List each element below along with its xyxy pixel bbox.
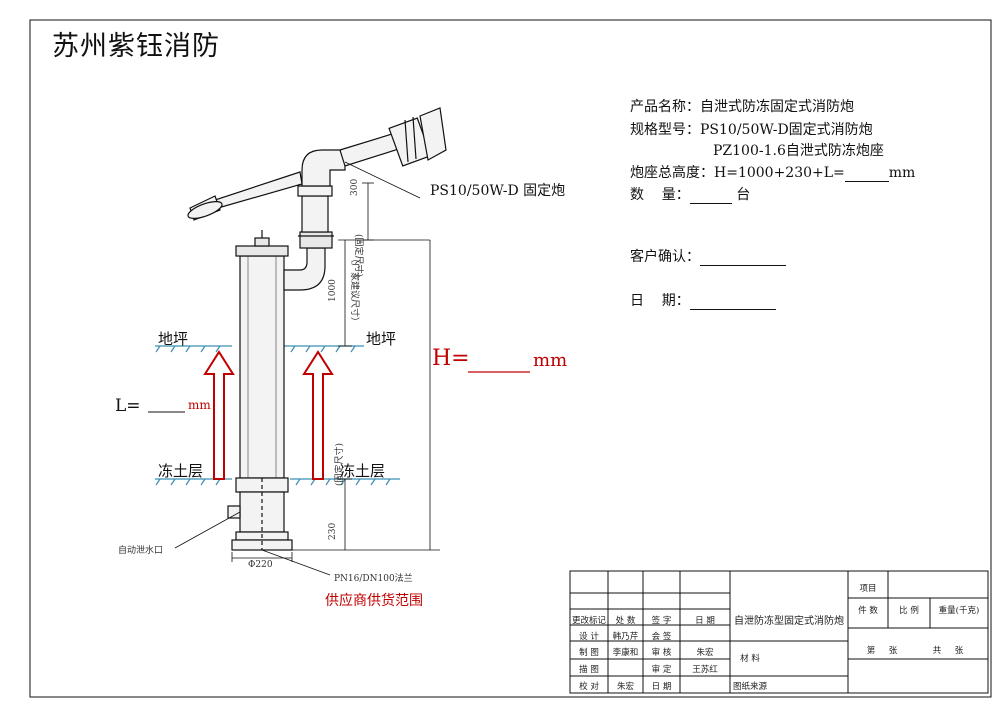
H-unit: mm	[533, 350, 568, 371]
base-assembly	[227, 477, 293, 551]
dim-300: 300	[350, 178, 360, 196]
customer-confirm-label: 客户确认：	[630, 249, 700, 265]
flange-label: PN16/DN100法兰	[334, 574, 413, 584]
tb-review-name: 朱宏	[696, 648, 714, 658]
L-label: L=	[115, 396, 141, 416]
cannon-body	[187, 107, 447, 233]
height-blank[interactable]	[844, 181, 889, 182]
supply-scope-label: 供应商供货范围	[325, 593, 423, 609]
frost-label-right: 冻土层	[340, 462, 386, 480]
tb-drafting: 制 图	[579, 648, 599, 658]
tb-drawing-source: 图纸来源	[732, 682, 767, 692]
tb-approve: 审 定	[651, 665, 672, 675]
company-brand: 苏州紫钰消防	[52, 31, 220, 62]
H-label: H=	[432, 346, 470, 371]
ground-label-right: 地坪	[366, 330, 397, 348]
tb-count: 处 数	[615, 616, 636, 626]
cannon-label: PS10/50W-D 固定炮	[430, 183, 566, 199]
quantity-blank[interactable]	[689, 203, 732, 204]
quantity-line: 数 量： 台	[630, 184, 750, 204]
model-line-1: 规格型号：PS10/50W-D固定式消防炮	[630, 122, 873, 138]
dimension-lines	[174, 161, 440, 576]
customer-confirm-line: 客户确认：	[630, 246, 786, 266]
red-arrow-right	[302, 350, 334, 480]
tb-design-name: 韩乃芹	[612, 632, 639, 642]
dim-230: 230	[328, 522, 338, 540]
L-unit: mm	[188, 398, 211, 412]
tb-sheet-no: 第 张	[866, 646, 898, 656]
phi-label: Φ220	[248, 560, 273, 570]
tb-drawing-title: 自泄防冻型固定式消防炮	[734, 616, 844, 627]
tb-drafting-name: 李康和	[612, 648, 639, 658]
dim-230-note: (固定尺寸)	[335, 442, 345, 486]
date-line: 日 期：	[630, 290, 776, 310]
height-prefix: 炮座总高度：H=1000+230+L=	[630, 165, 845, 181]
title-block-grid	[569, 570, 989, 694]
tb-design: 设 计	[579, 632, 599, 642]
customer-confirm-blank[interactable]	[700, 265, 786, 266]
ground-level-right	[284, 345, 364, 353]
tb-proofread-name: 朱宏	[616, 682, 634, 692]
tb-pieces: 件 数	[858, 606, 878, 616]
quantity-label: 数 量：	[630, 187, 690, 203]
dim-1000: 1000	[328, 279, 338, 302]
product-name-line: 产品名称：自泄式防冻固定式消防炮	[630, 99, 854, 115]
height-line: 炮座总高度：H=1000+230+L= mm	[630, 162, 915, 182]
dim-1000-note: （厂家建议尺寸）	[349, 254, 359, 327]
tb-scale: 比 例	[899, 606, 919, 616]
height-unit: mm	[888, 165, 916, 181]
auto-drain-label: 自动泄水口	[118, 546, 164, 556]
tb-project: 项目	[859, 584, 877, 594]
tb-weight: 重量(千克)	[938, 606, 980, 616]
tb-date-header: 日 期	[695, 616, 715, 626]
elbow-pipe	[283, 231, 334, 291]
tb-approve-name: 王苏红	[692, 665, 718, 675]
tb-total-sheets: 共 张	[932, 646, 964, 656]
tb-countersign: 会 签	[651, 632, 672, 642]
ground-label-left: 地坪	[158, 330, 189, 348]
tb-proofread: 校 对	[579, 682, 599, 692]
date-label: 日 期：	[630, 293, 690, 309]
red-arrow-left	[203, 350, 235, 480]
riser-pipe	[235, 230, 289, 479]
ground-level-left	[155, 345, 232, 353]
model-line-2: PZ100-1.6自泄式防冻炮座	[713, 143, 884, 159]
tb-review: 审 核	[651, 648, 672, 658]
date-blank[interactable]	[689, 309, 776, 310]
tb-date-2: 日 期	[651, 682, 672, 692]
frost-label-left: 冻土层	[158, 462, 204, 480]
quantity-unit: 台	[736, 187, 751, 203]
tb-signature: 签 字	[651, 616, 672, 626]
tb-tracing: 描 图	[579, 665, 599, 675]
sheet-border	[29, 19, 992, 698]
tb-material: 材 料	[740, 654, 760, 664]
tb-revision-mark: 更改标记	[572, 616, 607, 626]
